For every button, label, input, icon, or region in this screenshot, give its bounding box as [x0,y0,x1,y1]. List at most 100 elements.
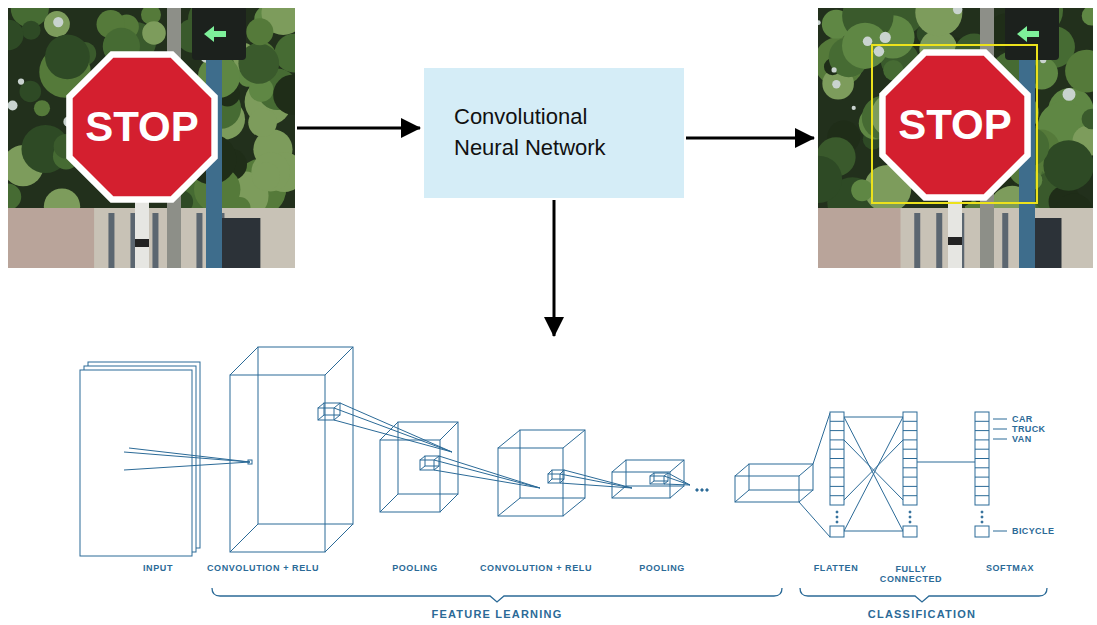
sky-patch [953,8,962,14]
sky-patch [1063,88,1076,101]
foliage [251,153,290,192]
box-label: Convolutional Neural Network [454,102,654,164]
dense-connection [844,440,903,500]
photo-background [8,8,295,268]
bracket [800,588,1047,602]
feature-map [548,470,564,483]
dense-connection [844,417,903,418]
layer-label: POOLING [639,563,685,573]
dense-connection [844,531,903,532]
stop-sign-border [66,51,218,203]
ellipsis-dot [696,489,698,491]
street-photo [8,8,295,268]
foliage [44,11,70,37]
foliage [915,8,962,36]
feature-map [230,347,353,552]
foliage [851,179,873,201]
sky-patch [874,46,885,57]
foliage [8,20,24,50]
building-stripe [914,213,920,268]
receptive-field-line [434,460,540,488]
dense-connection [844,440,903,500]
sign-text: STOP [85,103,199,151]
flatten-line [813,413,830,464]
foliage [45,34,90,79]
process-box: Convolutional Neural Network [424,68,684,198]
sky-patch [53,17,63,27]
flatten-line [799,502,830,537]
building-stripe [1002,213,1008,268]
class-label: VAN [1012,434,1032,444]
sky-patch [832,80,840,88]
feature-map [650,473,668,484]
sky-patch [831,67,836,72]
vector-column [975,412,989,537]
foliage [8,184,21,210]
sign-text: STOP [898,101,1012,149]
receptive-field-line [340,403,452,452]
stop-sign [73,58,212,197]
building [8,208,94,268]
bounding-box [872,45,1037,203]
sky-patch [863,37,872,46]
receptive-field-line [129,448,250,462]
dense-connection [844,417,903,531]
foliage [1082,109,1093,130]
flow-arrow [686,137,814,140]
building-stripe [152,213,158,268]
cnn-architecture-panel: INPUT CONVOLUTION + RELU POOLING CONVOLUTIO… [60,340,1090,623]
class-label: TRUCK [1012,424,1046,434]
receptive-field-line [668,473,690,485]
foliage [142,21,166,45]
building [818,208,901,268]
doorway [220,218,260,268]
building [8,208,295,268]
foliage [246,18,273,45]
layer-label: FLATTEN [814,563,859,573]
dense-connection [844,417,903,531]
layer-label: CONVOLUTION + RELU [207,563,319,573]
receptive-field-line [334,408,452,452]
cnn-illustration [80,347,1047,602]
sky-patch [880,32,891,43]
foliage [248,108,277,137]
foliage [1065,50,1093,93]
class-tick [993,531,1007,532]
sky-patch [852,106,856,110]
building-stripe [108,213,114,268]
foliage [252,162,280,190]
receptive-field-line [564,470,632,488]
output-photo: STOP [818,8,1093,268]
foliage [1082,8,1093,26]
receptive-field-line [560,474,632,488]
foliage [22,21,41,40]
receptive-field-line [434,470,540,488]
ellipsis-dot [706,489,708,491]
kernel-point [248,460,252,464]
receptive-field-line [124,462,250,470]
sign-post-band [135,239,149,247]
traffic-light [192,8,246,60]
street-photo [818,8,1093,268]
layer-label: INPUT [143,563,173,573]
sky-patch [8,100,18,110]
feature-map [420,456,439,470]
foliage [1043,140,1093,190]
building-stripe [936,213,942,268]
layer-label: CONVOLUTION + RELU [480,563,592,573]
green-arrow-light [1017,26,1039,42]
section-label: CLASSIFICATION [868,608,976,621]
layer-label: SOFTMAX [986,563,1034,573]
class-tick [993,439,1007,440]
feature-map [735,464,813,502]
foliage [818,156,842,203]
vector-column [830,412,844,537]
flow-arrow [297,127,420,130]
dense-connection [917,462,975,463]
ellipsis-dot [701,489,703,491]
feature-map [318,403,340,420]
class-tick [993,429,1007,430]
green-arrow-light [204,26,226,42]
feature-map [498,430,585,516]
